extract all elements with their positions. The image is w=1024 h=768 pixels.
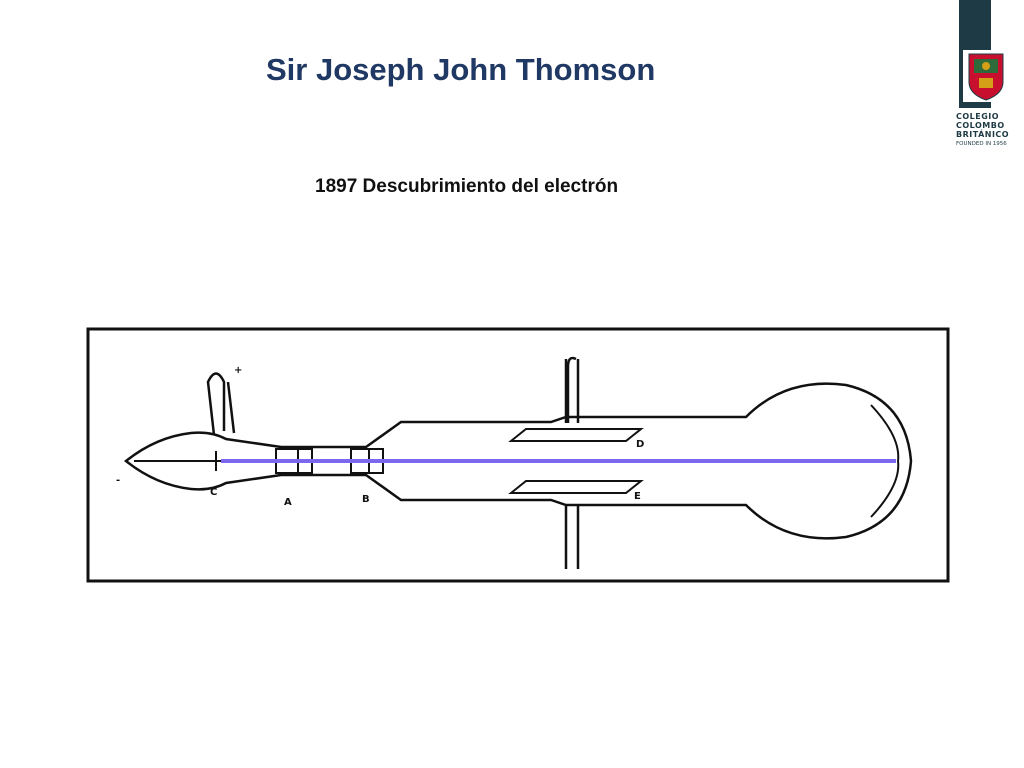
logo-name-line3: BRITÁNICO — [956, 130, 1010, 139]
logo-name-line1: COLEGIO — [956, 112, 1000, 121]
label-anode-a: A — [284, 497, 292, 508]
label-minus: - — [116, 475, 120, 486]
diagram-frame — [86, 327, 950, 583]
tube-outline — [123, 356, 913, 569]
slide-subtitle: 1897 Descubrimiento del electrón — [315, 176, 619, 197]
logo-founded: FOUNDED IN 1956 — [956, 141, 1007, 147]
label-plate-d: D — [636, 439, 644, 450]
school-logo: COLEGIO COLOMBO BRITÁNICO FOUNDED IN 195… — [955, 0, 1017, 160]
label-cathode: C — [210, 487, 217, 498]
label-plus: + — [234, 365, 242, 376]
logo-name-line2: COLOMBO — [956, 121, 1005, 130]
label-anode-b: B — [362, 494, 370, 505]
label-plate-e: E — [634, 491, 641, 502]
slide-title: Sir Joseph John Thomson — [266, 52, 656, 87]
cathode-ray-tube-diagram: + - C A B D E — [86, 327, 950, 583]
deflection-plates — [508, 428, 644, 494]
cathode-tip — [134, 451, 221, 471]
crest-icon — [963, 50, 1009, 102]
